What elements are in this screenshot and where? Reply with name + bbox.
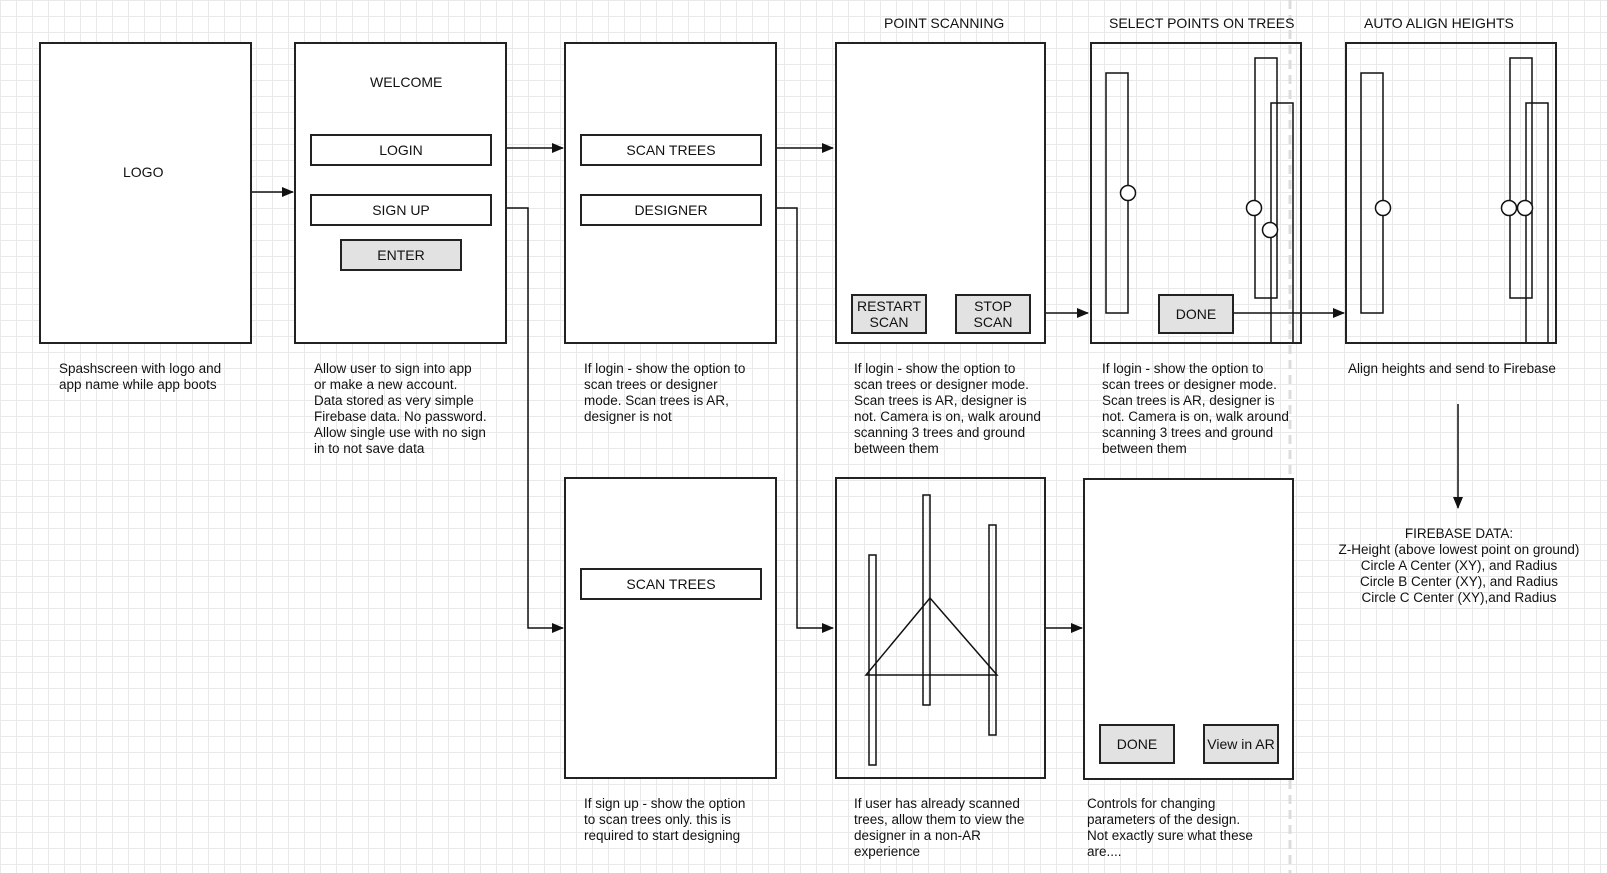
aligned-point-a (1374, 199, 1392, 217)
tree-trunk-b (1254, 57, 1278, 299)
designer-shade-triangle (864, 596, 999, 676)
splash-note: Spashscreen with logo and app name while… (59, 361, 222, 392)
designer-view-screen (835, 477, 1046, 779)
controls-note: Controls for changing parameters of the … (1087, 796, 1253, 859)
designer-pole-left (868, 554, 877, 766)
restart-scan-button[interactable]: RESTART SCAN (851, 294, 927, 334)
scan-trees-button[interactable]: SCAN TREES (580, 134, 762, 166)
header-select-points: SELECT POINTS ON TREES (1109, 15, 1295, 31)
point-scanning-screen: RESTART SCAN STOP SCAN (835, 42, 1046, 344)
signup-screen-note: If sign up - show the option to scan tre… (584, 796, 746, 843)
splash-screen: LOGO (39, 42, 252, 344)
welcome-screen: WELCOME LOGIN SIGN UP ENTER (294, 42, 507, 344)
designer-button[interactable]: DESIGNER (580, 194, 762, 226)
aligned-point-b (1500, 199, 1518, 217)
designer-pole-center (922, 494, 931, 706)
logo-placeholder: LOGO (123, 164, 164, 180)
header-point-scanning: POINT SCANNING (884, 15, 1005, 31)
aligned-point-c (1516, 199, 1534, 217)
view-in-ar-button[interactable]: View in AR (1203, 724, 1279, 764)
select-points-note: If login - show the option to scan trees… (1102, 361, 1289, 456)
point-a[interactable] (1119, 184, 1137, 202)
welcome-note: Allow user to sign into app or make a ne… (314, 361, 487, 456)
select-points-screen: DONE (1090, 42, 1302, 344)
signup-scan-trees-button[interactable]: SCAN TREES (580, 568, 762, 600)
point-c[interactable] (1261, 221, 1279, 239)
login-button[interactable]: LOGIN (310, 134, 492, 166)
arrow-signup-to-signup-screen (490, 207, 564, 633)
design-controls-screen: DONE View in AR (1083, 478, 1294, 780)
aligned-trunk-a (1360, 72, 1384, 314)
firebase-data-note: FIREBASE DATA: Z-Height (above lowest po… (1338, 526, 1580, 605)
mode-select-note: If login - show the option to scan trees… (584, 361, 746, 424)
auto-align-note: Align heights and send to Firebase (1348, 361, 1556, 376)
aligned-trunk-b (1509, 57, 1533, 299)
select-done-button[interactable]: DONE (1158, 294, 1234, 334)
signup-scan-screen: SCAN TREES (564, 477, 777, 779)
point-scanning-note: If login - show the option to scan trees… (854, 361, 1041, 456)
mode-select-screen: SCAN TREES DESIGNER (564, 42, 777, 344)
stop-scan-button[interactable]: STOP SCAN (955, 294, 1031, 334)
header-auto-align: AUTO ALIGN HEIGHTS (1364, 15, 1514, 31)
signup-button[interactable]: SIGN UP (310, 194, 492, 226)
controls-done-button[interactable]: DONE (1099, 724, 1175, 764)
welcome-title: WELCOME (370, 74, 443, 90)
designer-pole-right (988, 524, 997, 736)
arrow-designer-to-designer-view (761, 207, 834, 633)
auto-align-screen (1345, 42, 1557, 344)
designer-view-note: If user has already scanned trees, allow… (854, 796, 1025, 859)
enter-button[interactable]: ENTER (340, 239, 462, 271)
point-b[interactable] (1245, 199, 1263, 217)
